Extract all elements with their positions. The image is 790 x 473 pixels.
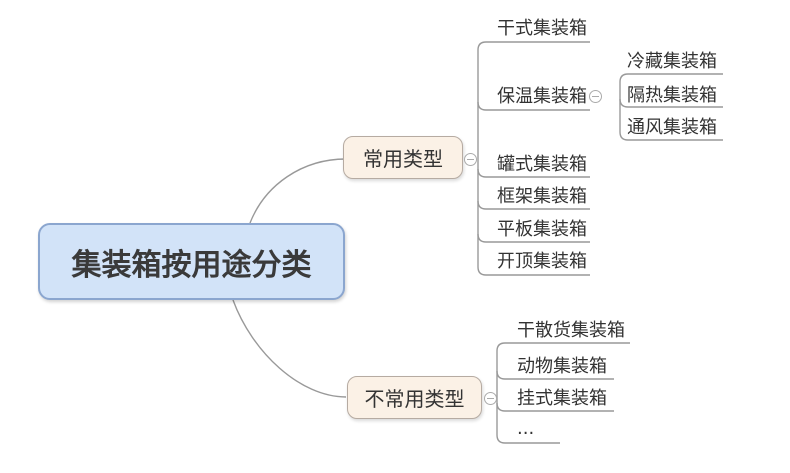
node-tank-container[interactable]: 罐式集装箱: [497, 154, 587, 175]
node-dry-container[interactable]: 干式集装箱: [497, 18, 587, 39]
node-animal-container[interactable]: 动物集装箱: [517, 356, 607, 377]
node-ventilated-container[interactable]: 通风集装箱: [627, 117, 717, 138]
node-frame-container[interactable]: 框架集装箱: [497, 186, 587, 207]
minus-icon: [487, 397, 494, 400]
collapse-button-insulated[interactable]: [589, 90, 602, 103]
node-heat-insulated-container[interactable]: 隔热集装箱: [627, 85, 717, 106]
minus-icon: [467, 158, 474, 161]
node-hanging-container[interactable]: 挂式集装箱: [517, 388, 607, 409]
node-dry-bulk-container[interactable]: 干散货集装箱: [517, 320, 625, 341]
branch-node-uncommon-types[interactable]: 不常用类型: [347, 376, 482, 419]
node-more-ellipsis[interactable]: ...: [517, 418, 535, 439]
collapse-button-uncommon-types[interactable]: [484, 392, 497, 405]
branch-node-common-types[interactable]: 常用类型: [343, 136, 463, 179]
minus-icon: [592, 95, 599, 98]
node-platform-container[interactable]: 平板集装箱: [497, 219, 587, 240]
node-refrigerated-container[interactable]: 冷藏集装箱: [627, 51, 717, 72]
node-insulated-container[interactable]: 保温集装箱: [497, 86, 587, 107]
collapse-button-common-types[interactable]: [464, 153, 477, 166]
connector-root-to-uncommon: [232, 299, 347, 398]
root-node[interactable]: 集装箱按用途分类: [38, 223, 345, 300]
node-open-top-container[interactable]: 开顶集装箱: [497, 251, 587, 272]
connector-root-to-common: [249, 158, 347, 224]
